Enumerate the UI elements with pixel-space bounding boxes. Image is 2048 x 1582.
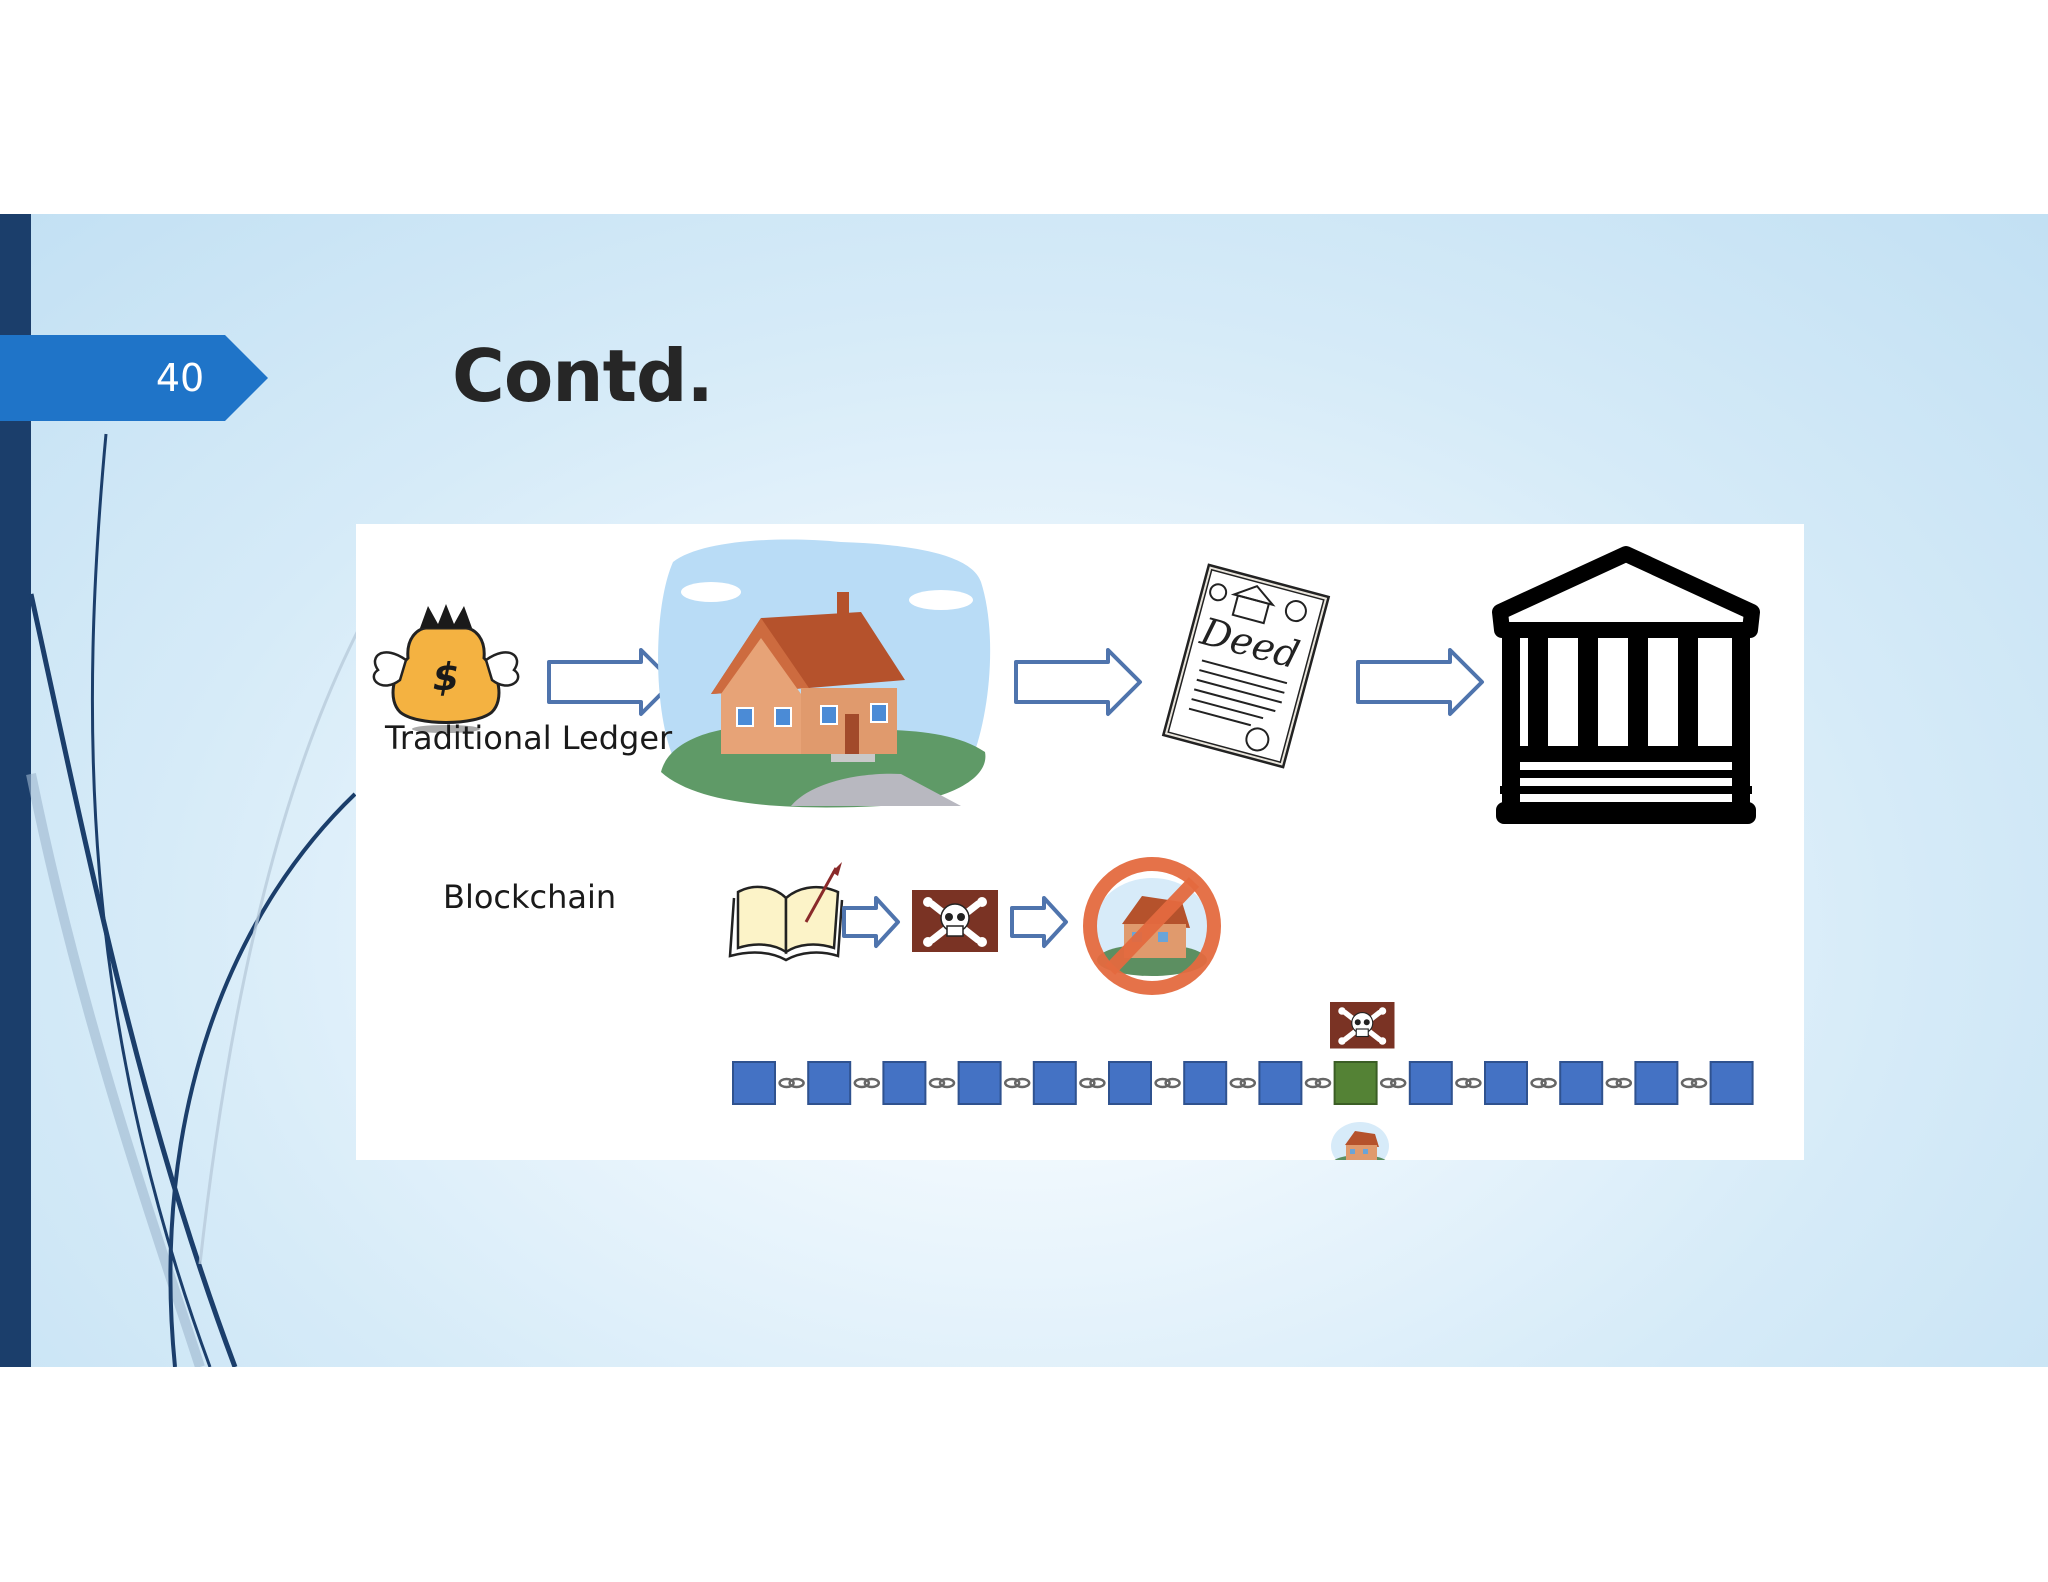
arrow-right-icon xyxy=(547,648,675,716)
blockchain-label: Blockchain xyxy=(443,878,617,916)
chain-link-icon xyxy=(928,1077,956,1089)
svg-text:$: $ xyxy=(433,655,459,699)
chain-block xyxy=(1108,1061,1152,1105)
slide: 40 Contd. xyxy=(0,214,2048,1367)
chain-block xyxy=(1559,1061,1604,1105)
chain-link-icon xyxy=(1605,1077,1633,1089)
arrow-right-icon xyxy=(1356,648,1484,716)
chain-link-icon xyxy=(1003,1077,1031,1089)
diagram-panel: $ xyxy=(356,524,1804,1160)
money-bag-icon: $ xyxy=(372,604,520,733)
highlighted-block xyxy=(1333,1061,1378,1105)
diagram-canvas: $ xyxy=(372,539,1760,1160)
deed-document-icon: Deed xyxy=(1161,563,1331,769)
chain-link-icon xyxy=(1154,1077,1181,1089)
slide-number: 40 xyxy=(155,356,205,400)
small-house-icon xyxy=(1331,1122,1389,1160)
chain-link-icon xyxy=(1079,1077,1106,1089)
chain-link-icon xyxy=(1455,1077,1482,1089)
chain-block xyxy=(1183,1061,1228,1105)
chain-link-icon xyxy=(853,1077,881,1089)
chain-block xyxy=(1408,1061,1453,1105)
skull-crossbones-icon xyxy=(1330,1002,1395,1049)
bank-icon xyxy=(1492,546,1760,824)
chain-link-icon xyxy=(1379,1077,1407,1089)
decorative-swooshes xyxy=(26,433,420,1367)
slide-title: Contd. xyxy=(452,334,714,418)
chain-block xyxy=(957,1061,1002,1105)
chain-block xyxy=(732,1061,776,1105)
chain-link-icon xyxy=(1304,1077,1332,1089)
open-book-icon xyxy=(728,862,844,962)
chain-link-icon xyxy=(1680,1077,1708,1089)
chain-block xyxy=(1258,1061,1303,1105)
chain-link-icon xyxy=(1530,1077,1557,1089)
no-house-icon xyxy=(1083,857,1221,995)
chain-block xyxy=(1709,1061,1754,1105)
chain-link-icon xyxy=(778,1077,805,1089)
chain-block xyxy=(1032,1061,1077,1105)
chain-link-icon xyxy=(1229,1077,1257,1089)
chain-block xyxy=(882,1061,927,1105)
skull-crossbones-icon xyxy=(912,890,998,952)
arrow-right-icon xyxy=(1014,648,1142,716)
chain-block xyxy=(807,1061,852,1105)
chain-block xyxy=(1484,1061,1528,1105)
blockchain-chain xyxy=(732,1061,1754,1105)
arrow-right-icon xyxy=(842,896,900,948)
chain-block xyxy=(1634,1061,1679,1105)
traditional-ledger-label: Traditional Ledger xyxy=(385,719,673,757)
house-icon xyxy=(658,539,991,808)
arrow-right-icon xyxy=(1010,896,1068,948)
slide-number-tab xyxy=(0,335,268,421)
